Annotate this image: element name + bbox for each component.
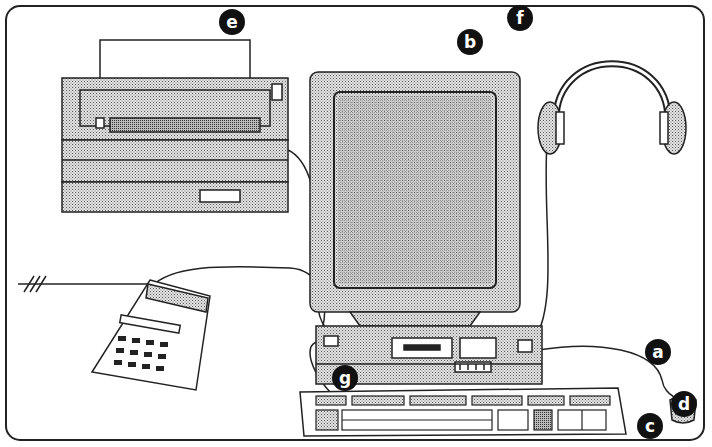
callout-discs: [219, 5, 697, 439]
callout-letter: c: [637, 413, 663, 439]
printer: [62, 40, 288, 212]
callout-letter: e: [219, 9, 245, 35]
frame: [6, 6, 704, 440]
callout-letter: f: [507, 5, 533, 31]
keyboard: [300, 388, 626, 436]
callout-letter: a: [645, 339, 671, 365]
callout-letter: g: [332, 365, 358, 391]
monitor: [310, 72, 520, 326]
callout-letter: b: [457, 29, 483, 55]
headphones: [538, 64, 686, 154]
telephone: [92, 280, 210, 390]
callout-letter: d: [671, 391, 697, 417]
